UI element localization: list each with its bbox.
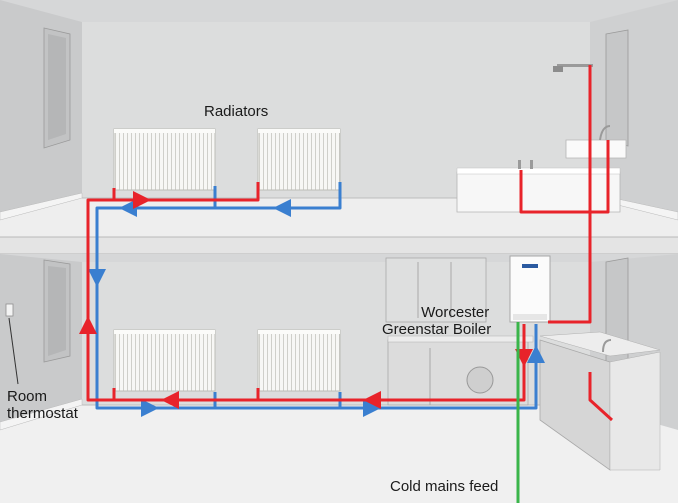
thermostat-label-line1: Room <box>7 388 48 405</box>
room-thermostat-device <box>5 303 19 385</box>
radiator-lower-left <box>113 329 216 392</box>
radiator-upper-left <box>113 128 216 191</box>
boiler-label: Worcester Greenstar Boiler <box>382 304 491 338</box>
boiler-unit <box>509 255 551 323</box>
basin <box>565 125 627 159</box>
radiator-lower-right <box>257 329 341 392</box>
kitchen-base-units <box>387 331 661 471</box>
bath <box>456 160 621 213</box>
boiler-label-line2: Greenstar Boiler <box>382 321 492 338</box>
kitchen-wall-cabinets <box>385 257 487 323</box>
shower-head <box>553 64 593 72</box>
boiler-label-line1: Worcester <box>421 304 490 321</box>
flow-pipework <box>79 65 614 422</box>
room-thermostat-label: Room thermostat <box>7 388 78 422</box>
thermostat-label-line2: thermostat <box>7 405 78 422</box>
cold-mains-label: Cold mains feed <box>390 478 499 495</box>
floor-slab <box>0 237 678 254</box>
radiators-label: Radiators <box>204 103 269 120</box>
radiator-upper-right <box>257 128 341 191</box>
